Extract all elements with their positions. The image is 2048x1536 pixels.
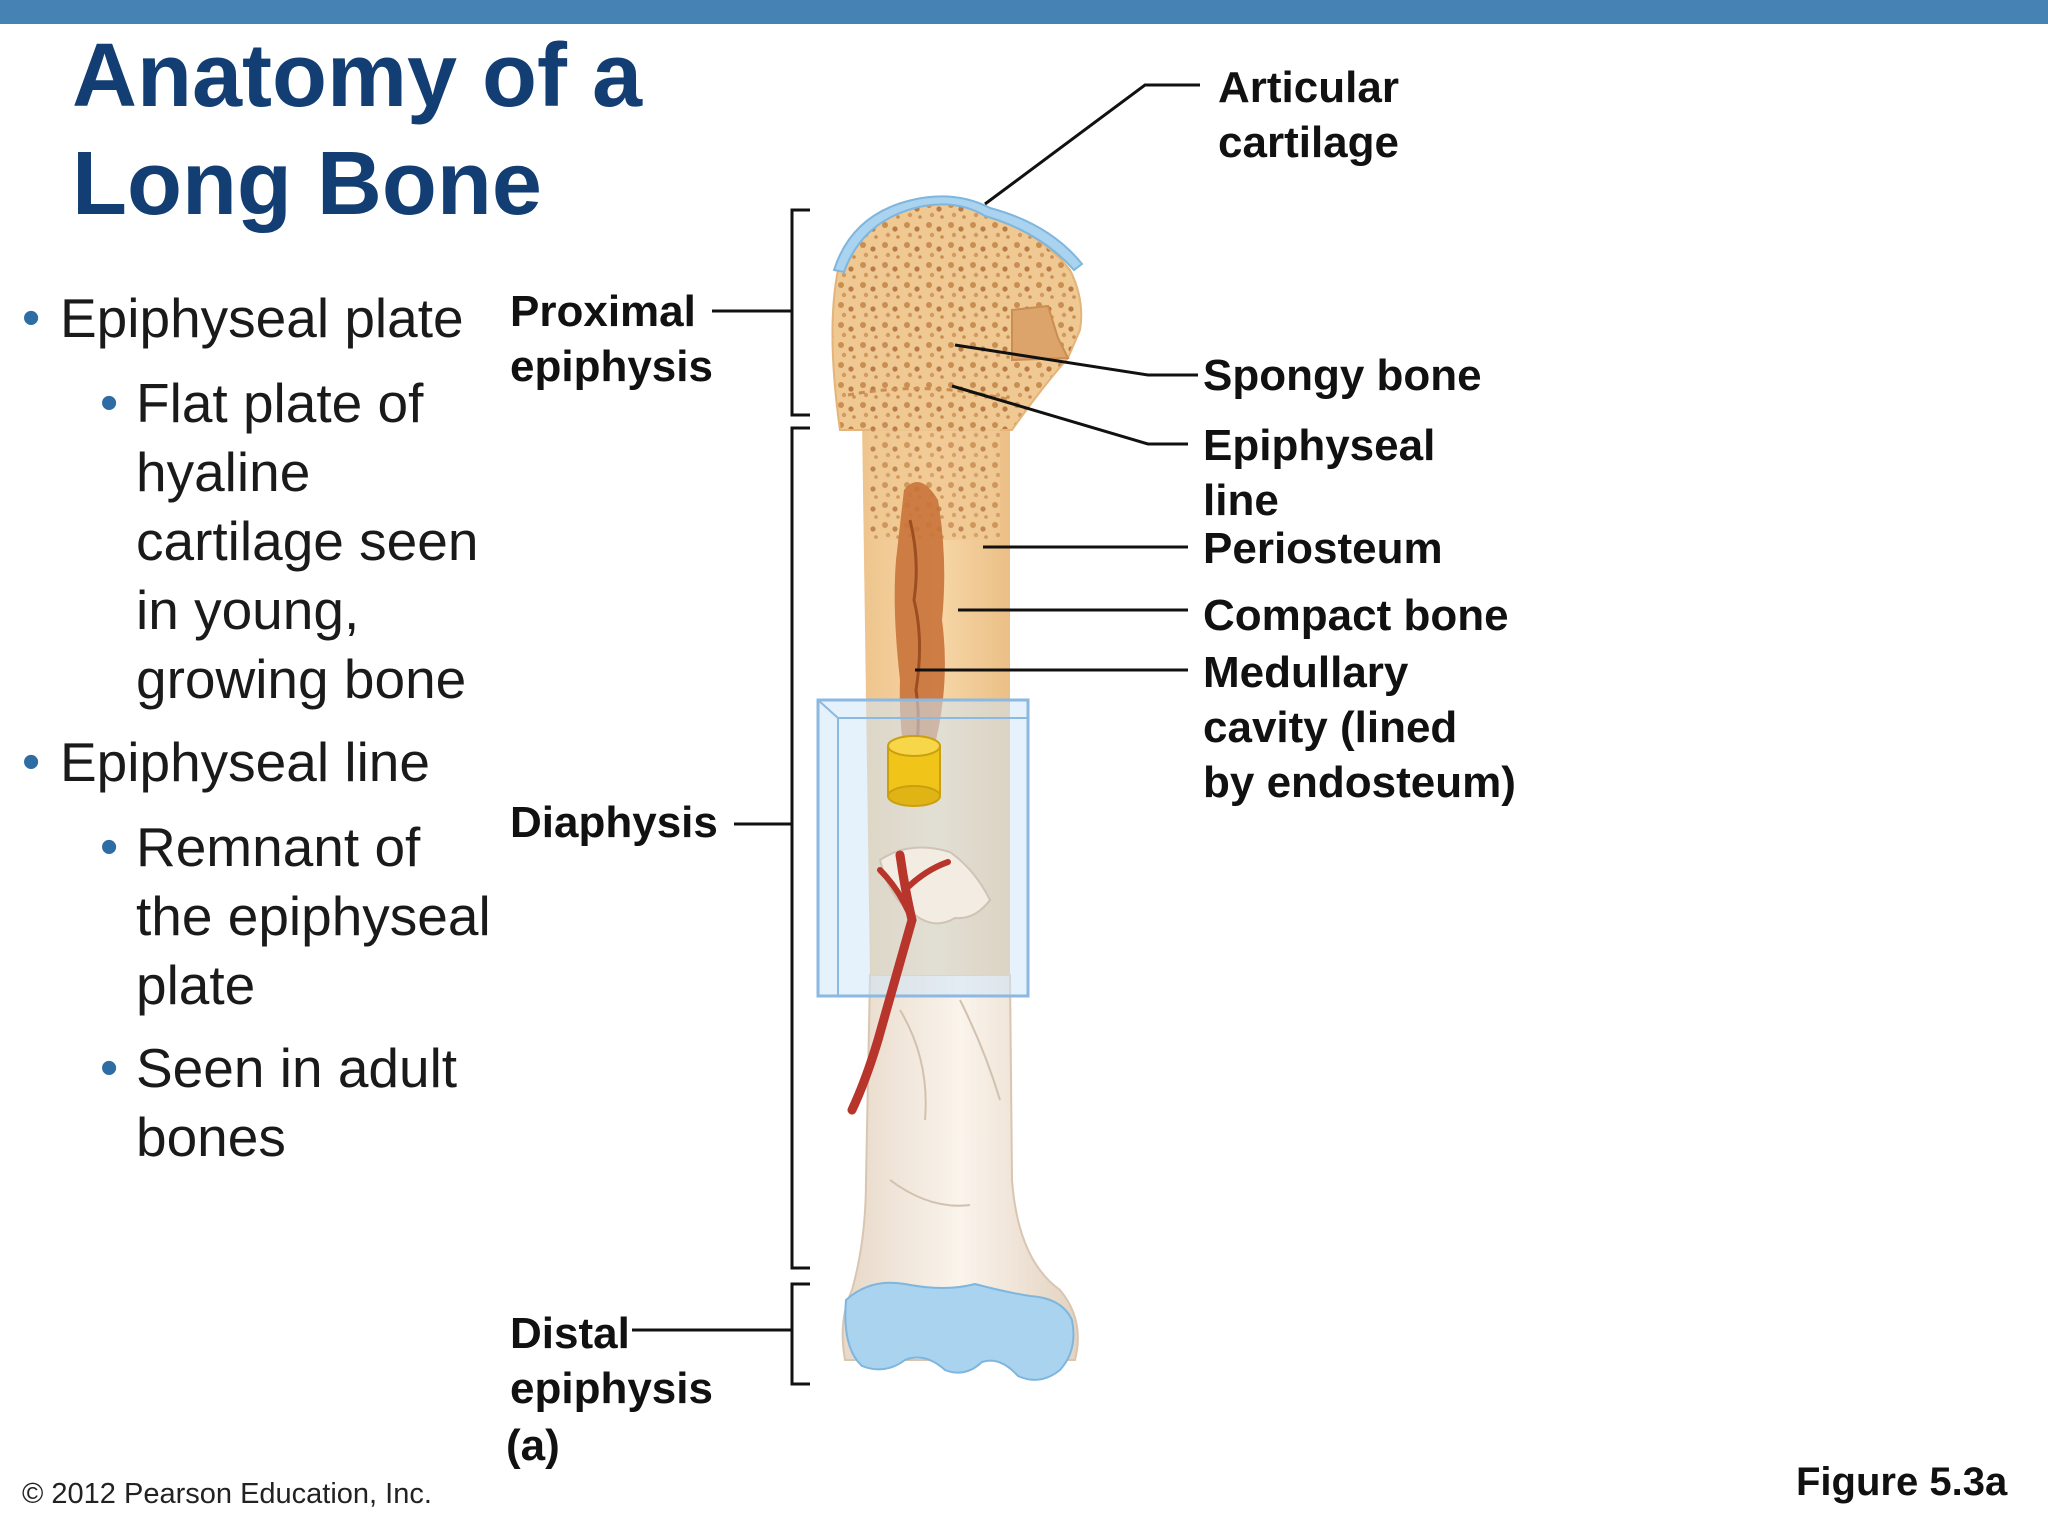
label-medullary-cavity-line1: Medullary bbox=[1203, 648, 1409, 697]
label-epiphyseal-line-line1: Epiphyseal bbox=[1203, 421, 1436, 470]
bullet-epiphyseal-line: Epiphyseal line bbox=[20, 728, 510, 797]
leader-articular-cartilage bbox=[984, 83, 1200, 206]
bullet-epiphyseal-plate: Epiphyseal plate bbox=[20, 284, 510, 353]
copyright-text: © 2012 Pearson Education, Inc. bbox=[22, 1478, 432, 1510]
label-proximal-epiphysis-line2: epiphysis bbox=[510, 342, 713, 391]
label-distal-epiphysis-line1: Distal bbox=[510, 1309, 630, 1358]
label-proximal-epiphysis-line1: Proximal bbox=[510, 287, 696, 336]
label-proximal-epiphysis: Proximal epiphysis bbox=[510, 284, 713, 394]
distal-articular-cartilage bbox=[844, 1281, 1075, 1381]
label-panel-a: (a) bbox=[506, 1421, 560, 1470]
notch bbox=[1011, 304, 1070, 362]
bullet-list: Epiphyseal plate Flat plate of hyaline c… bbox=[20, 284, 510, 1186]
label-medullary-cavity-line3: by endosteum) bbox=[1203, 758, 1516, 807]
yellow-marrow bbox=[887, 735, 941, 807]
label-articular-cartilage: Articular cartilage bbox=[1218, 60, 1399, 170]
label-periosteum: Periosteum bbox=[1203, 524, 1443, 573]
label-compact-bone: Compact bone bbox=[1203, 591, 1509, 640]
label-epiphyseal-line-line2: line bbox=[1203, 476, 1279, 525]
bracket-distal bbox=[790, 1282, 810, 1386]
page-title: Anatomy of a Long Bone bbox=[72, 22, 642, 238]
bullet-flat-plate: Flat plate of hyaline cartilage seen in … bbox=[20, 369, 510, 714]
bracket-diaphysis bbox=[790, 426, 810, 1270]
label-medullary-cavity-line2: cavity (lined bbox=[1203, 703, 1458, 752]
label-articular-cartilage-line2: cartilage bbox=[1218, 118, 1399, 167]
label-medullary-cavity: Medullary cavity (lined by endosteum) bbox=[1203, 645, 1516, 810]
lower-shaft bbox=[841, 974, 1079, 1361]
leader-lines bbox=[915, 83, 1200, 672]
bullet-seen-in-adult: Seen in adult bones bbox=[20, 1034, 510, 1172]
figure-label: Figure 5.3a bbox=[1796, 1460, 2008, 1504]
title-line-2: Long Bone bbox=[72, 134, 542, 234]
label-epiphyseal-line: Epiphyseal line bbox=[1203, 418, 1435, 528]
epiphyseal-line-mark bbox=[847, 387, 1011, 402]
label-distal-epiphysis-line2: epiphysis bbox=[510, 1364, 713, 1413]
brackets bbox=[632, 208, 810, 1386]
leader-spongy-bone bbox=[954, 343, 1198, 377]
label-articular-cartilage-line1: Articular bbox=[1218, 63, 1399, 112]
label-distal-epiphysis: Distal epiphysis bbox=[510, 1306, 713, 1416]
label-diaphysis: Diaphysis bbox=[510, 798, 718, 847]
bullet-remnant: Remnant of the epiphyseal plate bbox=[20, 813, 510, 1020]
articular-cartilage-cap bbox=[832, 195, 1084, 274]
leader-epiphyseal-line bbox=[951, 384, 1188, 446]
label-spongy-bone: Spongy bone bbox=[1203, 351, 1482, 400]
bracket-proximal bbox=[790, 208, 810, 417]
top-bar bbox=[0, 0, 2048, 24]
title-line-1: Anatomy of a bbox=[72, 26, 643, 126]
